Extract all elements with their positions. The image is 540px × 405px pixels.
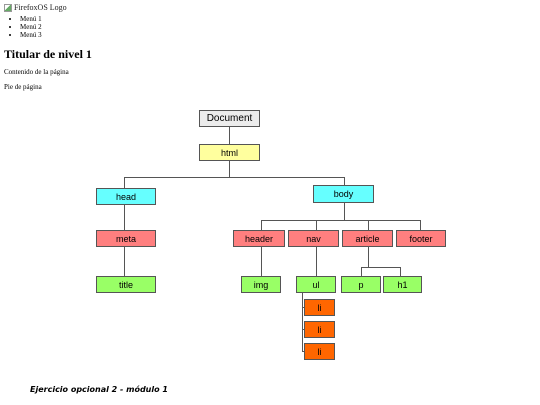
node-article: article <box>342 230 393 247</box>
node-img: img <box>241 276 281 293</box>
connector <box>368 220 369 230</box>
menu-item: Menú 3 <box>20 31 42 39</box>
node-nav: nav <box>288 230 339 247</box>
connector <box>344 203 345 220</box>
connector <box>261 220 262 230</box>
connector <box>361 267 401 268</box>
node-ul: ul <box>296 276 336 293</box>
logo-image: FirefoxOS Logo <box>4 3 67 13</box>
node-li: li <box>304 343 335 360</box>
node-h1: h1 <box>383 276 422 293</box>
node-li: li <box>304 321 335 338</box>
menu-item: Menú 2 <box>20 23 42 31</box>
connector <box>400 267 401 276</box>
node-meta: meta <box>96 230 156 247</box>
menu-list: Menú 1 Menú 2 Menú 3 <box>10 15 42 39</box>
node-p: p <box>341 276 381 293</box>
connector <box>344 177 345 185</box>
node-document: Document <box>199 110 260 127</box>
connector <box>420 220 421 230</box>
node-li: li <box>304 299 335 316</box>
connector <box>124 177 125 188</box>
node-head: head <box>96 188 156 205</box>
node-title: title <box>96 276 156 293</box>
connector <box>302 329 304 330</box>
node-footer: footer <box>396 230 446 247</box>
connector <box>316 247 317 276</box>
page-heading: Titular de nivel 1 <box>4 47 92 61</box>
connector <box>302 307 304 308</box>
connector <box>124 205 125 230</box>
connector <box>229 161 230 177</box>
connector <box>302 351 304 352</box>
connector <box>302 293 303 352</box>
node-html: html <box>199 144 260 161</box>
connector <box>124 247 125 276</box>
node-body: body <box>313 185 374 203</box>
connector <box>368 247 369 267</box>
exercise-caption: Ejercicio opcional 2 - módulo 1 <box>30 385 168 394</box>
logo-alt-text: FirefoxOS Logo <box>14 3 67 12</box>
connector <box>229 127 230 144</box>
connector <box>261 247 262 276</box>
page-content: Contenido de la página <box>4 68 69 76</box>
connector <box>361 267 362 276</box>
connector <box>124 177 345 178</box>
menu-item: Menú 1 <box>20 15 42 23</box>
connector <box>261 220 421 221</box>
node-header: header <box>233 230 285 247</box>
page-footer: Pie de página <box>4 83 42 91</box>
connector <box>316 220 317 230</box>
broken-image-icon <box>4 4 12 12</box>
